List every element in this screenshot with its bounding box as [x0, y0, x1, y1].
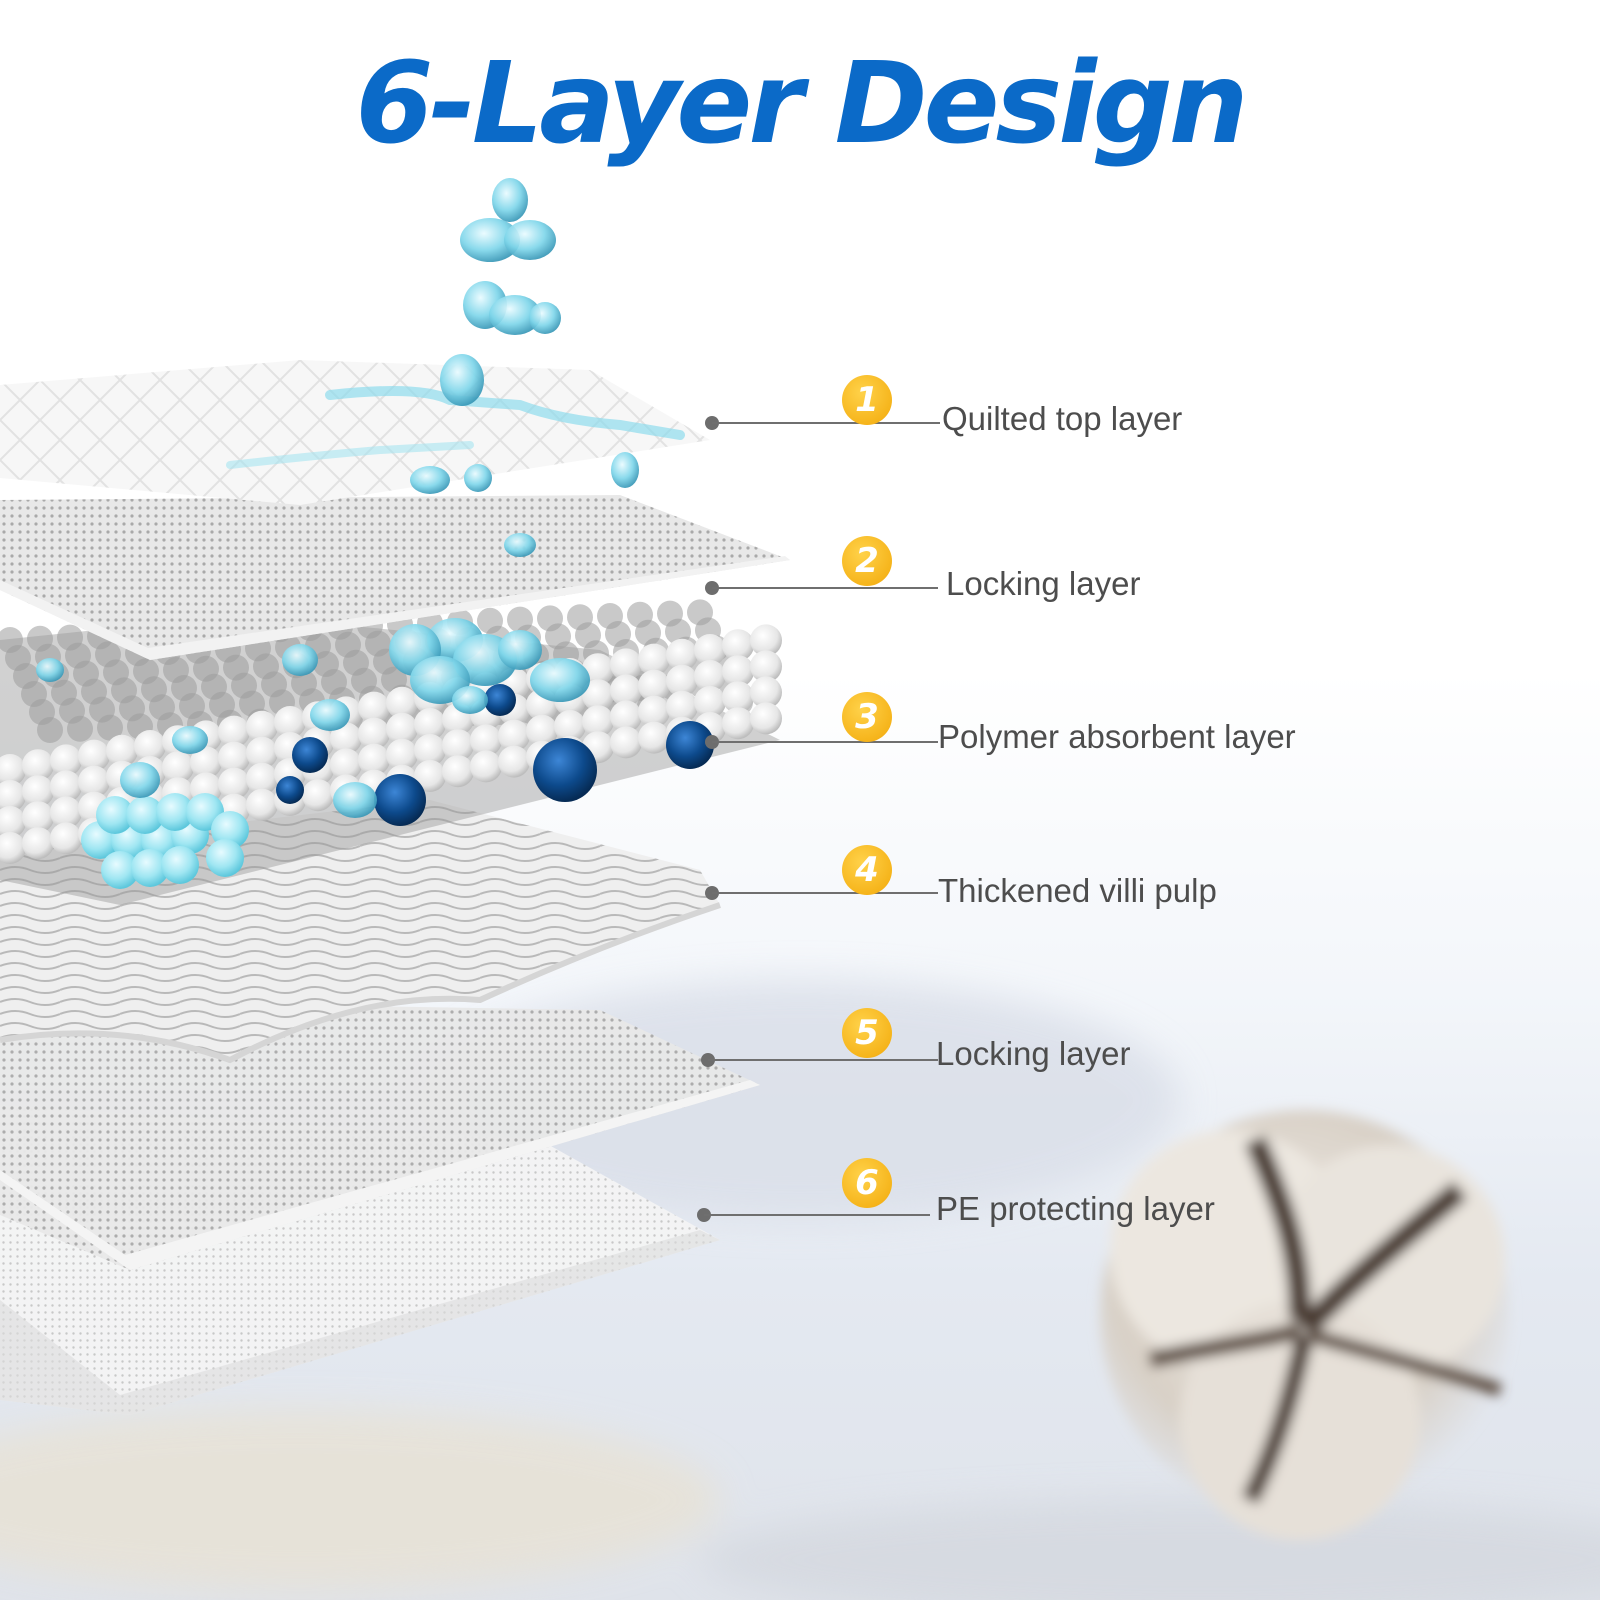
page-title: 6-Layer Design — [355, 39, 1249, 169]
layer-number-badge: 5 — [842, 1008, 892, 1058]
layer-number-badge: 6 — [842, 1158, 892, 1208]
layer-label: PE protecting layer — [936, 1190, 1215, 1227]
layer-number-badge: 2 — [842, 536, 892, 586]
layer-number-badge: 3 — [842, 692, 892, 742]
layer-label: Locking layer — [936, 1035, 1131, 1072]
layer-number-badge: 4 — [842, 845, 892, 895]
cotton-ball-icon — [1100, 1110, 1510, 1540]
leader-line — [712, 741, 938, 743]
water-drop-icon — [36, 178, 639, 818]
layer-number-badge: 1 — [842, 375, 892, 425]
layer-label: Thickened villi pulp — [938, 872, 1217, 909]
leader-line — [712, 892, 938, 894]
layer-label: Locking layer — [946, 565, 1141, 602]
leader-line — [712, 422, 940, 424]
layer-label: Quilted top layer — [942, 400, 1183, 437]
layer-label: Polymer absorbent layer — [938, 718, 1296, 755]
leader-line — [708, 1059, 938, 1061]
leader-line — [712, 587, 938, 589]
leader-line — [704, 1214, 930, 1216]
